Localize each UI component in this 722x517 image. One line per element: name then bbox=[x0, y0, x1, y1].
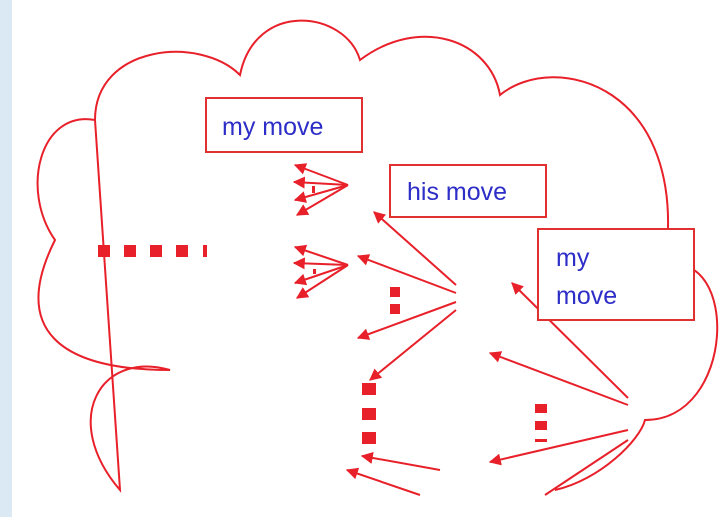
his-move-arrows bbox=[356, 211, 457, 381]
his-move-label: his move bbox=[407, 178, 508, 206]
my-move-box-right: my move bbox=[537, 228, 695, 321]
lower-arrow-fan bbox=[292, 244, 349, 299]
bottom-arrows bbox=[345, 452, 441, 496]
right-node-arrows bbox=[488, 282, 629, 496]
left-edge-strip bbox=[0, 0, 12, 517]
my-move-label-right-line1: my bbox=[556, 244, 590, 272]
middle-vertical-dots bbox=[390, 287, 400, 314]
upper-fan-dot bbox=[312, 186, 315, 193]
lower-fan-dot bbox=[313, 269, 316, 274]
lower-vertical-dots bbox=[362, 383, 376, 444]
his-move-box: his move bbox=[389, 164, 547, 218]
cloud-outline bbox=[36, 19, 719, 493]
upper-arrow-fan bbox=[292, 163, 349, 216]
my-move-label-right-line2: move bbox=[556, 282, 618, 310]
left-dotted-row bbox=[98, 245, 207, 257]
right-vertical-dots bbox=[535, 404, 547, 442]
my-move-box-top: my move bbox=[205, 97, 363, 153]
my-move-label-top: my move bbox=[222, 113, 324, 141]
